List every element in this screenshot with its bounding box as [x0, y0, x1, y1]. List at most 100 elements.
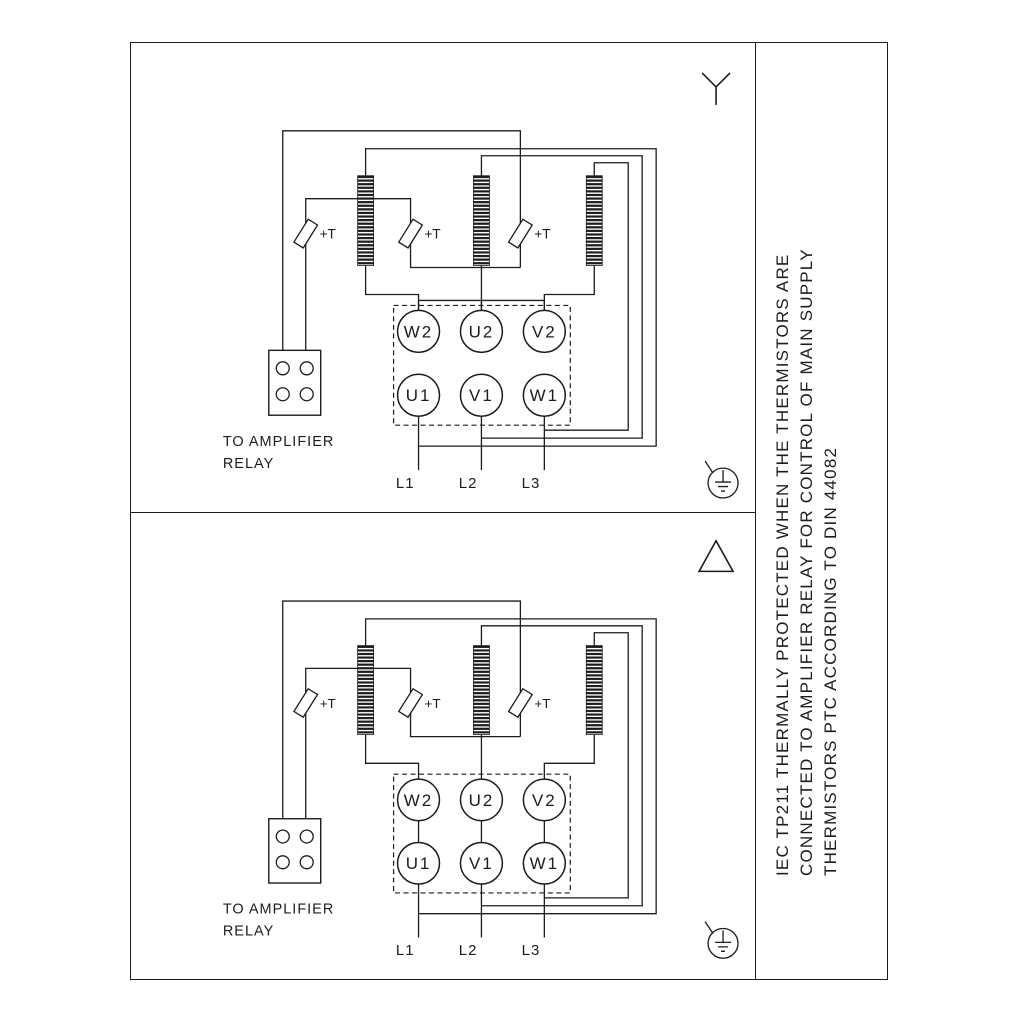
- terminal-v1: [459, 841, 504, 885]
- motor-winding: [357, 175, 375, 266]
- motor-winding: [585, 175, 603, 266]
- wrap-wire: [544, 162, 629, 431]
- wrap-wire: [364, 618, 657, 915]
- supply-label-l3: L3: [522, 943, 541, 959]
- relay-caption-line1: TO AMPLIFIER: [223, 902, 334, 918]
- supply-wire: [417, 884, 545, 938]
- winding-wire: [364, 734, 420, 780]
- terminal-w2: [396, 778, 441, 822]
- terminal-u2: [459, 778, 504, 822]
- supply-label-l2: L2: [459, 943, 478, 959]
- panel-divider: [130, 512, 756, 513]
- star-connection-panel: +T +T +T W2 U2 V2 U1 V1 W1 L1 L2 L3 TO A…: [223, 72, 739, 499]
- supply-label-l1: L1: [396, 943, 415, 959]
- relay-connector-box: [268, 818, 322, 884]
- wiring: [282, 600, 657, 938]
- note-divider: [755, 42, 756, 980]
- thermistor-label: +T: [320, 227, 336, 242]
- wrap-wire: [544, 632, 629, 899]
- relay-pin: [275, 829, 290, 844]
- thermistor-icon: [397, 218, 424, 249]
- thermistor-chain-wire: [305, 667, 521, 819]
- motor-windings: [357, 645, 603, 736]
- delta-connection-panel: +T +T +T W2 U2 V2 U1 V1 W1 L1 L2 L3 TO A…: [223, 539, 739, 959]
- winding-wire: [543, 265, 595, 311]
- wrap-wire: [480, 155, 643, 439]
- thermistor-label: +T: [320, 696, 336, 711]
- terminal-label: V2: [532, 791, 557, 810]
- thermistor-icon: [397, 687, 424, 719]
- star-symbol: [701, 72, 731, 105]
- terminals: W2 U2 V2 U1 V1 W1: [396, 309, 567, 417]
- thermistors: [293, 218, 534, 249]
- thermistor-label: +T: [425, 227, 441, 242]
- thermistor-chain-wire: [305, 198, 521, 351]
- relay-pin: [299, 387, 314, 402]
- winding-wire: [364, 265, 420, 311]
- relay-pin: [299, 361, 314, 376]
- supply-label-l3: L3: [522, 475, 541, 492]
- terminal-label: W2: [404, 322, 433, 341]
- terminal-label: V1: [469, 854, 494, 873]
- thermistor-icon: [293, 687, 319, 719]
- relay-pin: [275, 387, 290, 402]
- supply-label-l1: L1: [396, 475, 415, 492]
- terminal-v2: [522, 309, 567, 354]
- motor-winding: [585, 645, 603, 736]
- vertical-note: IEC TP211 THERMALLY PROTECTED WHEN THE T…: [771, 146, 843, 876]
- terminal-v1: [459, 373, 504, 417]
- terminal-label: V1: [469, 386, 494, 405]
- thermistor-icon: [507, 218, 534, 249]
- amplifier-relay-connector: [268, 818, 322, 884]
- relay-caption-line2: RELAY: [223, 456, 274, 472]
- terminal-label: W1: [530, 386, 559, 405]
- amplifier-relay-connector: [268, 349, 322, 416]
- delta-bridge-wire: [417, 820, 545, 843]
- terminal-u1: [396, 373, 441, 417]
- motor-winding: [357, 645, 375, 736]
- terminal-v2: [522, 778, 567, 822]
- delta-symbol: [697, 539, 735, 573]
- relay-pin: [275, 361, 290, 376]
- relay-pin: [299, 829, 314, 844]
- thermistor-chain-wire: [282, 130, 522, 351]
- motor-winding: [473, 175, 490, 266]
- terminal-board-outline: [392, 304, 571, 426]
- earth-symbol: [704, 921, 739, 959]
- thermistor-label: +T: [534, 696, 550, 711]
- thermistor-chain-wire: [282, 600, 522, 819]
- thermistor-label: +T: [534, 227, 550, 242]
- supply-label-l2: L2: [459, 475, 478, 492]
- relay-pin: [299, 855, 314, 870]
- terminal-label: U1: [406, 386, 432, 405]
- motor-winding: [473, 645, 490, 736]
- terminals: W2 U2 V2 U1 V1 W1: [396, 778, 567, 885]
- thermistor-label: +T: [425, 696, 441, 711]
- thermistors: [293, 687, 534, 719]
- terminal-label: V2: [532, 322, 557, 341]
- terminal-w1: [522, 373, 567, 417]
- terminal-w1: [522, 841, 567, 885]
- terminal-label: U1: [406, 854, 432, 873]
- note-line-2: CONNECTED TO AMPLIFIER RELAY FOR CONTROL…: [797, 248, 816, 876]
- note-line-3: THERMISTORS PTC ACCORDING TO DIN 44082: [821, 446, 840, 876]
- motor-windings: [357, 175, 603, 266]
- thermistor-icon: [293, 218, 319, 249]
- thermistor-icon: [507, 687, 534, 719]
- supply-wire: [417, 416, 545, 471]
- wrap-wire: [480, 625, 643, 907]
- relay-pin: [275, 855, 290, 870]
- winding-wire: [543, 734, 595, 780]
- relay-caption-line2: RELAY: [223, 924, 274, 940]
- terminal-u2: [459, 309, 504, 354]
- wrap-wire: [364, 148, 657, 447]
- terminal-w2: [396, 309, 441, 354]
- terminal-label: W1: [530, 854, 559, 873]
- terminal-label: U2: [469, 791, 495, 810]
- terminal-label: U2: [469, 322, 495, 341]
- relay-caption-line1: TO AMPLIFIER: [223, 434, 334, 450]
- terminal-board-outline: [392, 773, 571, 894]
- earth-symbol: [704, 460, 739, 499]
- note-line-1: IEC TP211 THERMALLY PROTECTED WHEN THE T…: [773, 253, 792, 876]
- diagram-border: [130, 42, 888, 980]
